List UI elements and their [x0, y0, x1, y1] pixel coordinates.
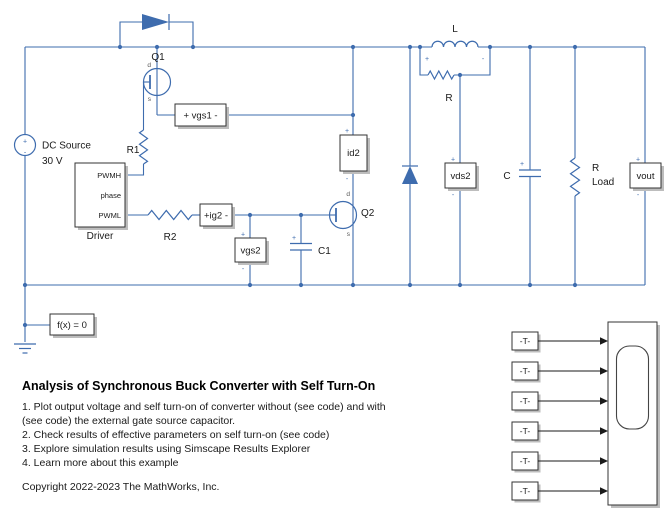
goto-tag-block[interactable]: -T- — [511, 451, 541, 473]
vgs1-label: + vgs1 - — [183, 111, 217, 122]
solver-config-block[interactable]: f(x) = 0 — [49, 313, 97, 338]
copyright-text: Copyright 2022-2023 The MathWorks, Inc. — [22, 481, 219, 493]
gate-resistor-r1[interactable] — [138, 129, 149, 165]
id2-label: id2 — [347, 148, 360, 159]
r2-label: R2 — [164, 232, 177, 243]
goto-tag-block[interactable]: -T- — [511, 331, 541, 353]
l-plus: + — [425, 56, 429, 63]
goto-tag-label: -T- — [520, 336, 531, 346]
scope-screen-icon — [615, 345, 650, 430]
voltage-sensor-vgs2[interactable]: vgs2 + - — [234, 232, 269, 274]
r1-label: R1 — [127, 145, 140, 156]
current-sensor-id2[interactable]: id2 + - — [339, 128, 370, 183]
gate-resistor-r2[interactable] — [147, 209, 193, 221]
capacitor-c[interactable] — [519, 169, 541, 178]
dc-source-label: DC Source — [42, 141, 91, 152]
rload-label-1: R — [592, 163, 599, 174]
diode-d1[interactable] — [142, 14, 170, 30]
q2-label: Q2 — [361, 208, 375, 219]
l-minus: - — [482, 56, 485, 63]
goto-tag-block[interactable]: -T- — [511, 481, 541, 503]
annotation-line[interactable]: 2. Check results of effective parameters… — [22, 429, 329, 441]
goto-tag-label: -T- — [520, 366, 531, 376]
id2-plus: + — [345, 128, 349, 135]
annotation-line[interactable]: 3. Explore simulation results using Sims… — [22, 443, 311, 455]
q1-d-pin: d — [147, 62, 151, 69]
vgs2-plus: + — [241, 232, 245, 239]
port-pwmh: PWMH — [97, 171, 121, 180]
port-pwml: PWML — [99, 211, 122, 220]
vds2-label: vds2 — [450, 171, 470, 182]
circuit-wires — [24, 21, 646, 342]
annotation-line[interactable]: 4. Learn more about this example — [22, 457, 179, 469]
goto-tag-label: -T- — [520, 486, 531, 496]
annotation-line[interactable]: 1. Plot output voltage and self turn-on … — [22, 401, 386, 413]
goto-tag-block[interactable]: -T- — [511, 361, 541, 383]
vout-minus: - — [637, 192, 640, 199]
q2-s-pin: s — [347, 231, 351, 238]
c-plus: + — [520, 161, 524, 168]
vout-label: vout — [637, 171, 655, 182]
goto-tag-label: -T- — [520, 456, 531, 466]
dc-source-value: 30 V — [42, 156, 63, 167]
current-sensor-ig2[interactable]: +ig2 - — [199, 203, 235, 229]
ig2-label: +ig2 - — [204, 211, 228, 222]
load-resistor[interactable] — [569, 157, 581, 197]
scope-block[interactable] — [607, 321, 660, 508]
voltage-sensor-vgs1[interactable]: + vgs1 - — [174, 103, 229, 129]
q2-d-pin: d — [346, 191, 350, 198]
solver-label: f(x) = 0 — [57, 320, 87, 331]
driver-label: Driver — [87, 231, 114, 242]
q1-label: Q1 — [151, 52, 165, 63]
dc-minus: - — [24, 150, 27, 157]
vds2-minus: - — [452, 192, 455, 199]
l-parallel-r-label: R — [445, 93, 452, 104]
goto-tag-label: -T- — [520, 426, 531, 436]
capacitor-c1[interactable] — [290, 242, 312, 251]
vgs2-minus: - — [242, 266, 245, 273]
c-label: C — [503, 171, 510, 182]
inductor-l[interactable] — [427, 40, 479, 81]
id2-minus: - — [346, 176, 349, 183]
ground[interactable] — [14, 343, 36, 354]
goto-tag-label: -T- — [520, 396, 531, 406]
vout-plus: + — [636, 157, 640, 164]
goto-tag-block[interactable]: -T- — [511, 421, 541, 443]
driver-block[interactable]: PWMH phase PWML — [74, 162, 128, 230]
q1-s-pin: s — [148, 96, 152, 103]
port-phase: phase — [101, 191, 121, 200]
voltage-sensor-vout[interactable]: vout + - — [629, 157, 664, 200]
annotation-line[interactable]: (see code) the external gate source capa… — [22, 415, 235, 427]
vds2-plus: + — [451, 157, 455, 164]
voltage-sensor-vds2[interactable]: vds2 + - — [444, 157, 479, 200]
signal-arrows — [538, 337, 608, 495]
goto-tag-block[interactable]: -T- — [511, 391, 541, 413]
rload-label-2: Load — [592, 177, 614, 188]
c1-label: C1 — [318, 246, 331, 257]
c1-plus: + — [292, 235, 296, 242]
annotation-title: Analysis of Synchronous Buck Converter w… — [22, 379, 375, 393]
junction-dots — [22, 44, 578, 328]
diode-d2[interactable] — [402, 165, 418, 184]
dc-plus: + — [23, 139, 27, 146]
l-label: L — [452, 24, 458, 35]
vgs2-label: vgs2 — [240, 246, 260, 257]
